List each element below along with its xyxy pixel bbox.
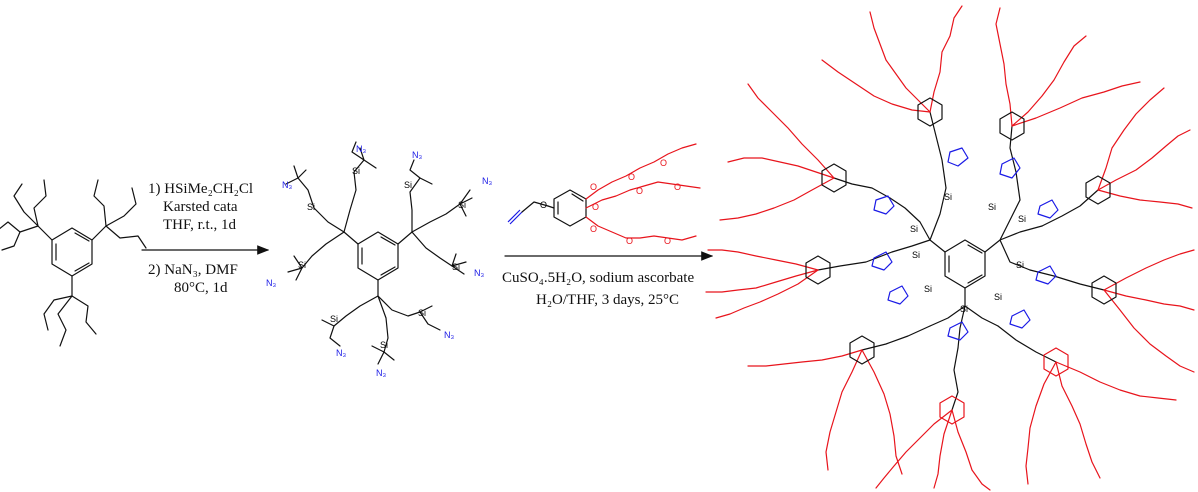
svg-text:O: O <box>660 158 667 168</box>
product-peg-chains <box>705 5 1195 491</box>
svg-text:O: O <box>674 182 681 192</box>
svg-text:O: O <box>590 182 597 192</box>
svg-text:Si: Si <box>944 192 952 202</box>
svg-text:Si: Si <box>994 292 1002 302</box>
svg-text:O: O <box>540 200 547 210</box>
svg-text:N₃: N₃ <box>482 176 492 186</box>
svg-text:Si: Si <box>307 202 315 212</box>
svg-text:N₃: N₃ <box>474 268 484 278</box>
step3-reagents: CuSO₄.5H₂O, sodium ascorbate <box>502 270 694 286</box>
svg-text:Si: Si <box>988 202 996 212</box>
svg-text:N₃: N₃ <box>412 150 422 160</box>
svg-text:N₃: N₃ <box>266 278 276 288</box>
svg-text:Si: Si <box>298 260 306 270</box>
azide-intermediate <box>285 141 473 365</box>
step1-conditions: THF, r.t., 1d <box>163 217 236 233</box>
product-aryl-rings <box>805 97 1117 425</box>
azide-labels: N₃ N₃ N₃ N₃ N₃ N₃ N₃ N₃ N₃ <box>266 144 492 378</box>
svg-text:Si: Si <box>912 250 920 260</box>
svg-text:O: O <box>664 236 671 246</box>
svg-text:Si: Si <box>910 224 918 234</box>
step2-conditions: 80°C, 1d <box>174 280 228 296</box>
svg-text:Si: Si <box>960 304 968 314</box>
svg-text:O: O <box>628 172 635 182</box>
svg-text:N₃: N₃ <box>356 144 366 154</box>
svg-text:Si: Si <box>380 340 388 350</box>
starting-material <box>0 179 147 347</box>
step1-reagent: 1) HSiMe₂CH₂Cl <box>148 181 253 197</box>
svg-text:O: O <box>626 236 633 246</box>
step3-conditions: H₂O/THF, 3 days, 25°C <box>536 292 679 308</box>
svg-text:Si: Si <box>418 308 426 318</box>
product-triazole-rings <box>871 147 1059 341</box>
svg-text:N₃: N₃ <box>282 180 292 190</box>
step1-catalyst: Karsted cata <box>163 199 238 215</box>
step2-reagent: 2) NaN₃, DMF <box>148 262 238 278</box>
svg-text:O: O <box>590 224 597 234</box>
svg-text:O: O <box>592 202 599 212</box>
svg-text:Si: Si <box>1016 260 1024 270</box>
alkyne-peg-reagent <box>507 143 701 241</box>
svg-text:Si: Si <box>458 200 466 210</box>
svg-text:O: O <box>636 186 643 196</box>
reagent-oxygen-labels: O O O O O O O O O O <box>540 158 681 246</box>
product-si-labels: Si Si Si Si Si Si Si Si Si <box>910 192 1026 314</box>
svg-text:Si: Si <box>404 180 412 190</box>
svg-text:Si: Si <box>1018 214 1026 224</box>
svg-text:Si: Si <box>330 314 338 324</box>
svg-text:Si: Si <box>352 166 360 176</box>
svg-text:Si: Si <box>452 262 460 272</box>
dendrimer-product <box>817 111 1105 411</box>
svg-text:N₃: N₃ <box>376 368 386 378</box>
svg-text:Si: Si <box>924 284 932 294</box>
svg-text:N₃: N₃ <box>444 330 454 340</box>
svg-text:N₃: N₃ <box>336 348 346 358</box>
si-labels: Si Si Si Si Si Si Si Si Si <box>298 166 466 350</box>
